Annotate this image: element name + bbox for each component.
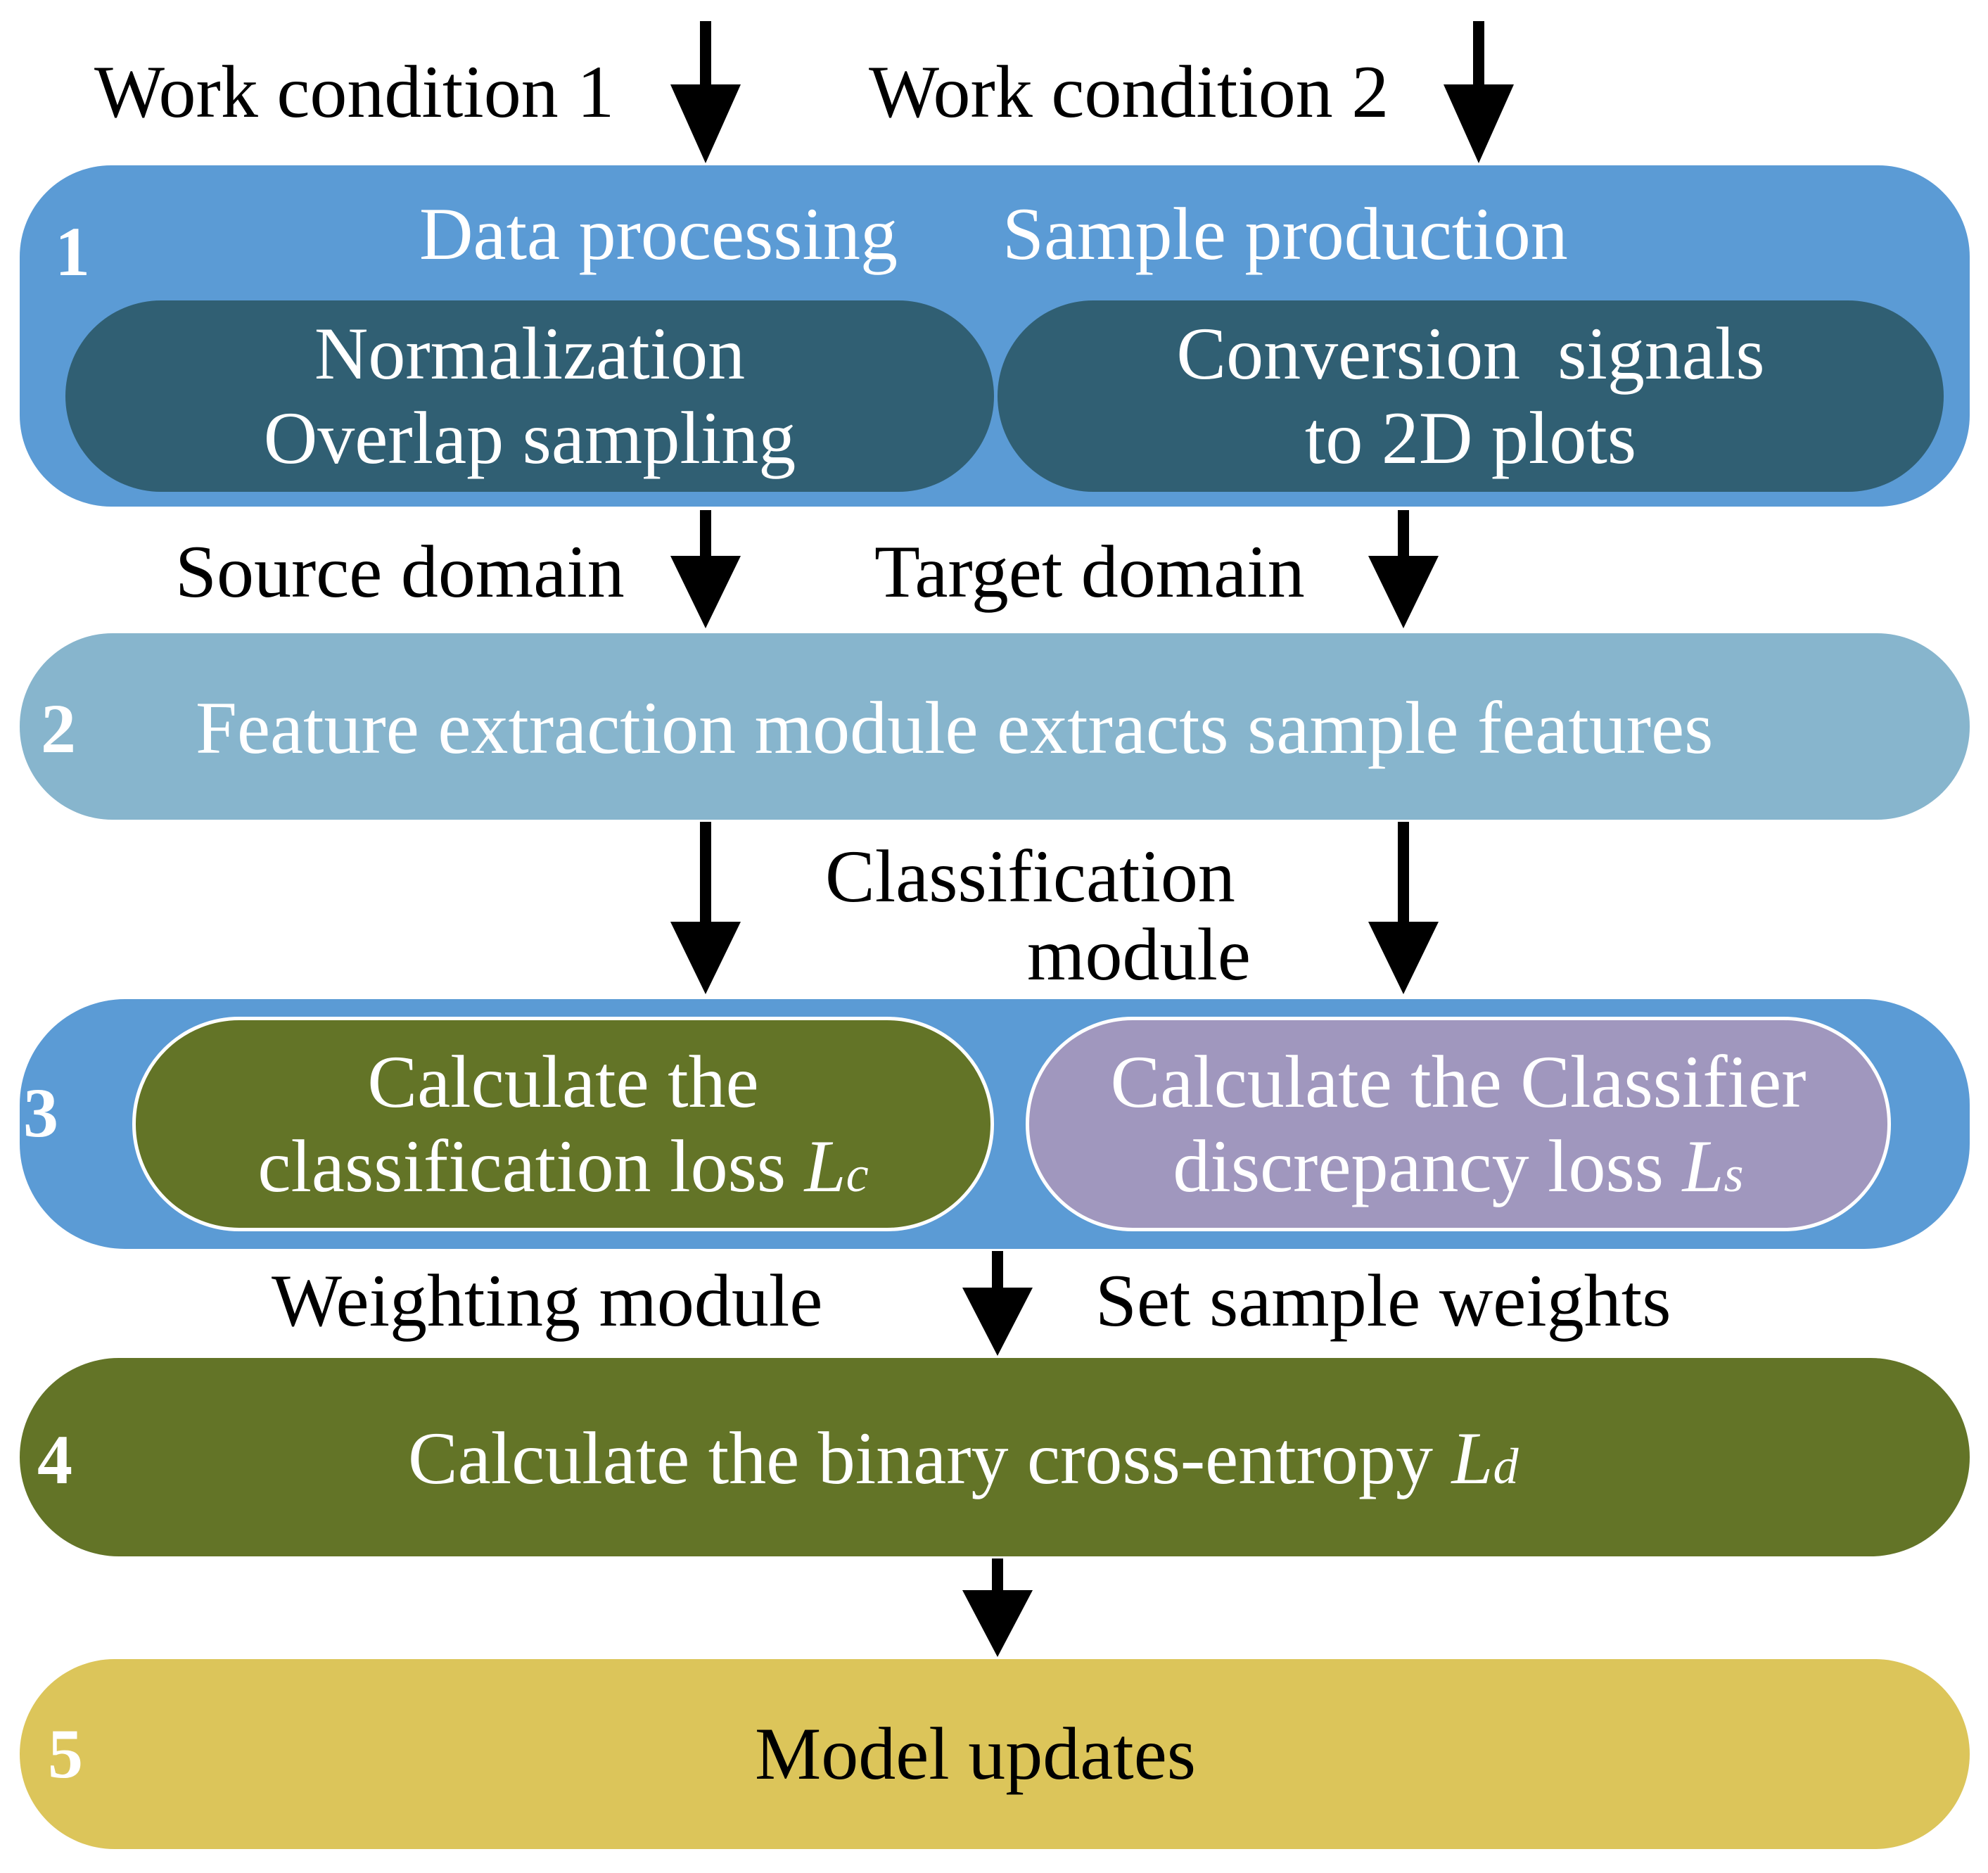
step-number-5: 5 [48, 1715, 83, 1793]
step-number-3: 3 [23, 1074, 58, 1152]
discrepancy-loss-line-1: Calculate the Classifier [1110, 1040, 1807, 1123]
stage-5-model-updates: 5 Model updates [20, 1659, 1970, 1849]
work-condition-2-label: Work condition 2 [869, 51, 1389, 133]
discrepancy-loss-text: discrepancy loss [1173, 1124, 1664, 1207]
set-sample-weights-label: Set sample weights [1095, 1259, 1671, 1342]
arrowhead-update [962, 1590, 1033, 1657]
lc-symbol: Lc [804, 1124, 869, 1207]
normalization-box: Normalization Overlap sampling [65, 300, 994, 492]
classification-loss-line-2: classification loss Lc [257, 1124, 868, 1209]
arrowhead-wc2 [1444, 84, 1514, 163]
ld-symbol: Ld [1451, 1417, 1519, 1499]
arrowhead-class-left [670, 922, 741, 994]
work-condition-1-label: Work condition 1 [94, 51, 615, 133]
classification-loss-box: Calculate the classification loss Lc [132, 1017, 994, 1231]
sample-production-heading: Sample production [1002, 193, 1568, 275]
feature-extraction-text: Feature extraction module extracts sampl… [196, 687, 1714, 769]
classification-loss-text: classification loss [257, 1124, 786, 1207]
classification-module-line-2: module [1027, 913, 1251, 996]
classification-module-line-1: Classification [825, 835, 1235, 918]
discrepancy-loss-box: Calculate the Classifier discrepancy los… [1026, 1017, 1891, 1231]
stage-2-feature-extraction: 2 Feature extraction module extracts sam… [20, 633, 1970, 820]
stage-1-data-processing: 1 Data processing Sample production Norm… [20, 165, 1970, 507]
model-updates-text: Model updates [755, 1713, 1197, 1795]
normalization-line-1: Normalization [314, 312, 746, 395]
arrowhead-weighting [962, 1288, 1033, 1356]
classification-loss-line-1: Calculate the [367, 1040, 759, 1123]
conversion-box: Conversion signals to 2D plots [998, 300, 1944, 492]
binary-cross-entropy-text: Calculate the binary cross-entropy Ld [408, 1417, 1519, 1499]
step-number-2: 2 [41, 690, 76, 768]
arrowhead-class-right [1368, 922, 1439, 994]
stage-4-binary-cross-entropy: 4 Calculate the binary cross-entropy Ld [20, 1358, 1970, 1556]
discrepancy-loss-line-2: discrepancy loss Ls [1173, 1124, 1743, 1209]
normalization-line-2: Overlap sampling [263, 397, 796, 479]
conversion-line-2: to 2D plots [1304, 397, 1637, 479]
step-number-1: 1 [55, 212, 90, 291]
arrowhead-wc1 [670, 84, 741, 163]
target-domain-label: Target domain [874, 531, 1305, 613]
stage-3-losses: 3 Calculate the classification loss Lc C… [20, 999, 1970, 1249]
step-number-4: 4 [37, 1421, 72, 1499]
weighting-module-label: Weighting module [272, 1259, 823, 1342]
conversion-line-1: Conversion signals [1176, 312, 1765, 395]
source-domain-label: Source domain [175, 531, 625, 613]
data-processing-heading: Data processing [419, 193, 898, 275]
ls-symbol: Ls [1682, 1124, 1744, 1207]
arrowhead-source [670, 556, 741, 628]
arrowhead-target [1368, 556, 1439, 628]
